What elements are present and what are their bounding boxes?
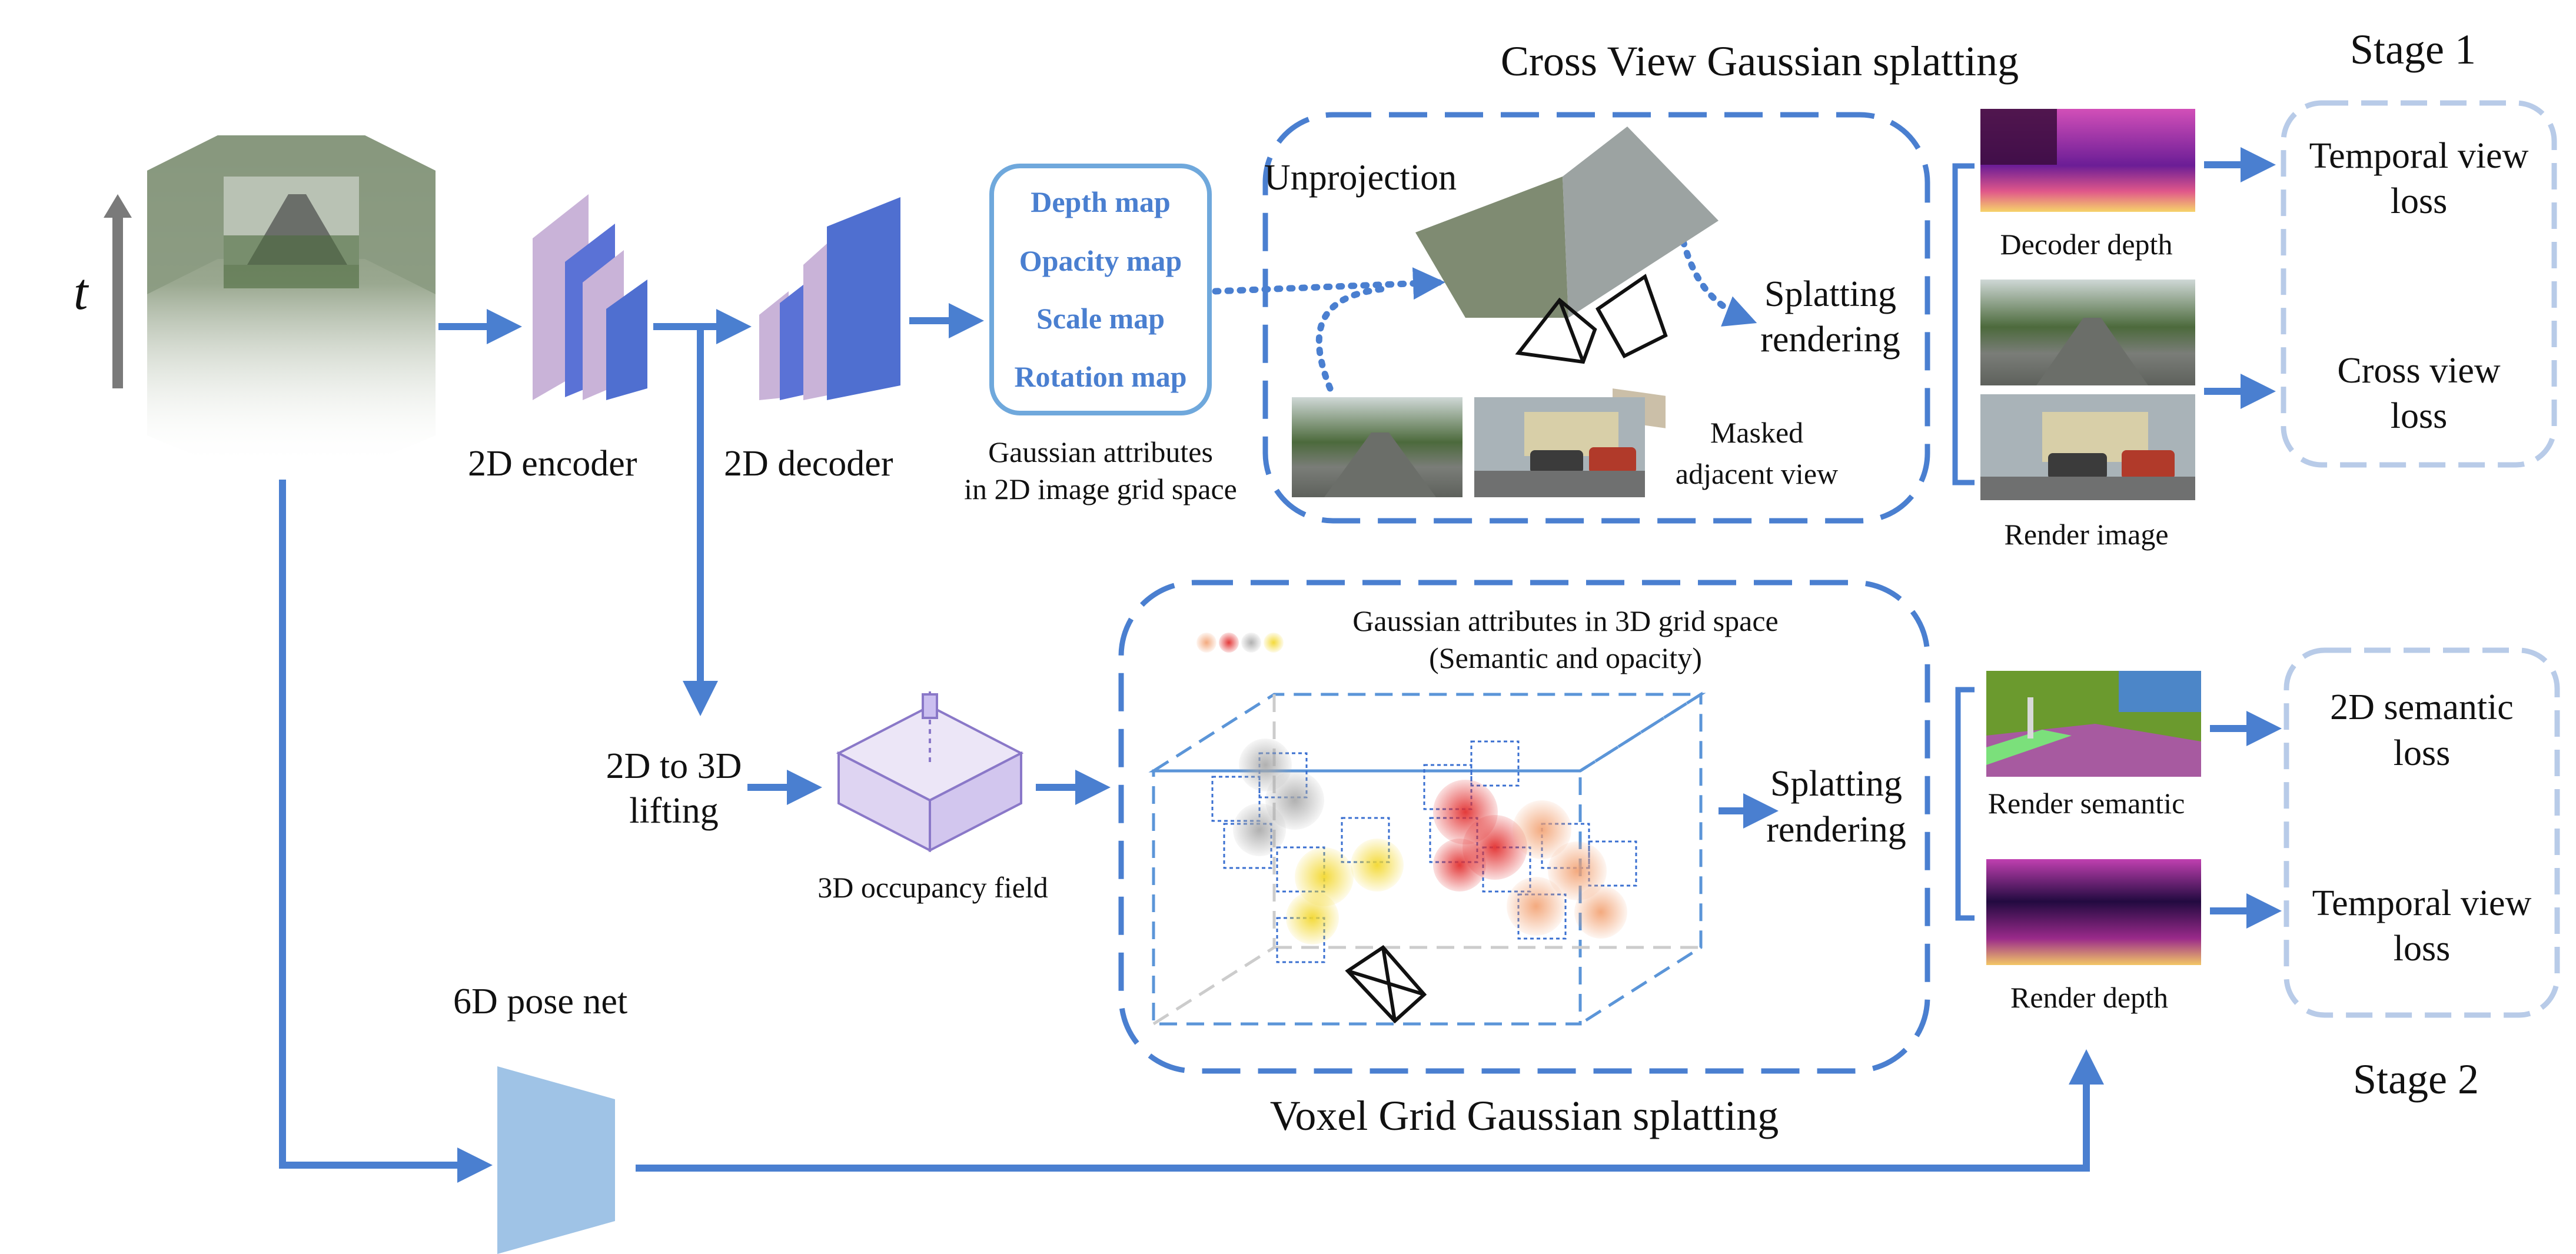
temporal-loss-2-line1: Temporal view: [2312, 883, 2532, 923]
lifting-line1: 2D to 3D: [606, 746, 742, 786]
render-semantic-image: [1986, 671, 2201, 777]
stage2-label: Stage 2: [2353, 1056, 2479, 1103]
masked-adjacent-view-images: [1292, 397, 1645, 497]
render-image-images: [1980, 280, 2195, 500]
cross-loss-line2: loss: [2391, 396, 2447, 436]
splatting-rendering-top-line2: rendering: [1760, 320, 1900, 360]
gaussian-3d-caption-line1: Gaussian attributes in 3D grid space: [1352, 604, 1778, 637]
encoder-icon: [533, 194, 647, 400]
gaussian-3d-caption-line2: (Semantic and opacity): [1429, 641, 1702, 674]
rotation-map-label: Rotation map: [1014, 360, 1186, 393]
time-symbol: t: [74, 264, 89, 321]
temporal-loss-1-line1: Temporal view: [2309, 136, 2529, 176]
gaussian-2d-caption-line1: Gaussian attributes: [988, 435, 1213, 468]
splatting-rendering-top-line1: Splatting: [1764, 274, 1896, 314]
decoder-depth-label: Decoder depth: [2000, 228, 2173, 261]
occupancy-cube-icon: [836, 691, 1024, 853]
render-depth-image: [1986, 859, 2201, 965]
render-depth-label: Render depth: [2010, 981, 2168, 1014]
camera-frustum-icon-bottom: [1345, 945, 1427, 1024]
semantic-loss-line1: 2D semantic: [2330, 687, 2514, 727]
splatting-rendering-bottom-line1: Splatting: [1770, 764, 1902, 804]
masked-adjacent-line1: Masked: [1710, 416, 1803, 449]
stage1-loss-box: [2281, 100, 2557, 468]
render-image-label: Render image: [2004, 518, 2168, 551]
arrow-input-to-posenet: [279, 480, 493, 1183]
opacity-map-label: Opacity map: [1019, 244, 1182, 277]
temporal-loss-2-line2: loss: [2394, 929, 2450, 969]
masked-adjacent-line2: adjacent view: [1676, 457, 1838, 490]
dotted-arrow-maskedview-to-pointcloud: [1315, 285, 1392, 392]
arrow-posenet-to-render-depth: [636, 1049, 2104, 1172]
encoder-label: 2D encoder: [468, 444, 637, 484]
depth-map-label: Depth map: [1031, 185, 1171, 218]
decoder-label: 2D decoder: [724, 444, 893, 484]
camera-frustum-icons-top: [1515, 274, 1668, 364]
surround-view-camera-stack: [147, 135, 436, 465]
dotted-arrow-maps-to-pointcloud: [1212, 267, 1445, 300]
bracket-top: [1952, 163, 1975, 485]
unprojected-point-cloud: [1415, 127, 1719, 428]
stage2-loss-box: [2284, 647, 2560, 1018]
voxel-gaussians: [1211, 739, 1637, 963]
decoder-depth-dark-region: [1980, 109, 2057, 165]
gaussian-2d-caption-line2: in 2D image grid space: [964, 473, 1237, 505]
attribute-maps-box: [989, 164, 1212, 415]
render-semantic-label: Render semantic: [1988, 787, 2185, 820]
pose-net-label: 6D pose net: [453, 982, 627, 1022]
voxel-grid-volume: [1148, 691, 1706, 1026]
stage1-label: Stage 1: [2350, 26, 2476, 73]
time-axis-arrow: [104, 194, 132, 388]
lifting-line2: lifting: [629, 791, 719, 831]
dotted-arrow-pointcloud-to-splatting: [1680, 238, 1757, 327]
unprojection-label: Unprojection: [1264, 158, 1457, 198]
occupancy-label: 3D occupancy field: [817, 871, 1048, 904]
decoder-icon: [759, 197, 900, 400]
legend-gaussian-dots: [1196, 633, 1284, 653]
bracket-bottom: [1955, 687, 1975, 921]
pose-net-icon: [497, 1066, 615, 1254]
cross-view-title: Cross View Gaussian splatting: [1501, 38, 2019, 85]
temporal-loss-1-line2: loss: [2391, 181, 2447, 221]
voxel-grid-title: Voxel Grid Gaussian splatting: [1270, 1092, 1779, 1139]
scale-map-label: Scale map: [1036, 302, 1165, 335]
cross-loss-line1: Cross view: [2337, 351, 2501, 391]
splatting-rendering-bottom-line2: rendering: [1766, 810, 1906, 850]
semantic-loss-line2: loss: [2394, 733, 2450, 773]
